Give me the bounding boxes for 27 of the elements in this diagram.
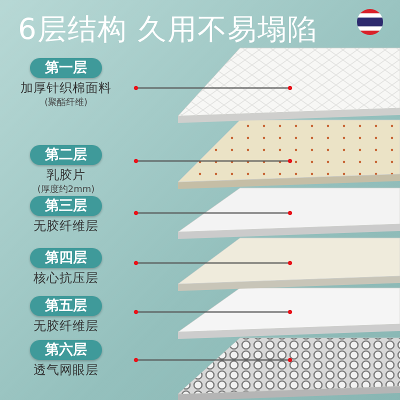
layer-badge: 第五层 [30, 296, 102, 316]
leader-line [134, 260, 292, 266]
leader-line [134, 158, 292, 164]
layer-badge: 第二层 [30, 145, 102, 165]
layer-description: 无胶纤维层 [32, 318, 100, 335]
layer-note: (聚酯纤维) [43, 96, 89, 109]
leader-line [134, 210, 292, 216]
mattress-layer-drawing [178, 120, 400, 189]
layer-badge: 第四层 [30, 248, 102, 268]
mattress-layer-drawing [178, 188, 400, 239]
layer-badge: 第一层 [30, 58, 102, 78]
title: 6层结构 久用不易塌陷 [18, 11, 318, 48]
layer-description: 乳胶片 [46, 167, 86, 184]
layer-description: 无胶纤维层 [32, 218, 100, 235]
layer-badge: 第三层 [30, 196, 102, 216]
mattress-layer-drawing [178, 48, 400, 123]
mattress-layer-drawing [178, 288, 400, 339]
leader-line [134, 358, 292, 362]
layer-description: 核心抗压层 [32, 270, 100, 287]
leader-line [134, 310, 292, 314]
layer-description: 透气网眼层 [32, 362, 100, 379]
mattress-layer-drawing [178, 238, 400, 291]
layer-note: (厚度约2mm) [36, 184, 96, 196]
leader-line [134, 86, 292, 90]
mattress-layer-drawing [178, 338, 400, 400]
layer-badge: 第六层 [30, 340, 102, 360]
layer-description: 加厚针织棉面料 [20, 80, 112, 97]
